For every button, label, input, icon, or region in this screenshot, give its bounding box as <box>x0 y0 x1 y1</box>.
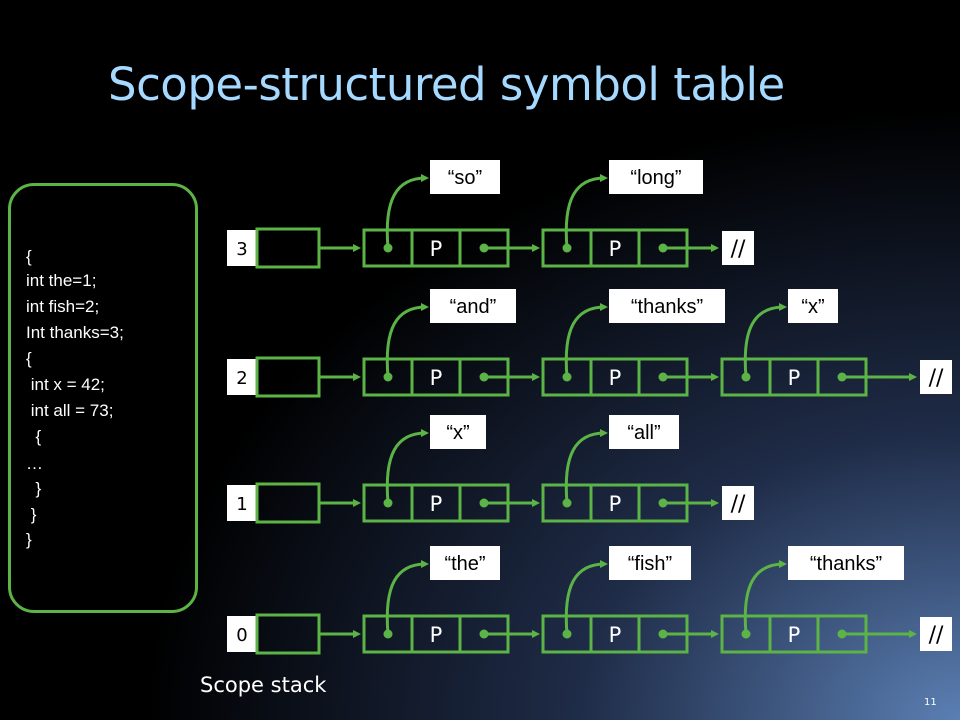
node-label-p: P <box>430 492 443 516</box>
symbol-name-box <box>609 546 691 580</box>
code-line: int x = 42; <box>26 375 105 394</box>
stack-index-box <box>227 359 257 395</box>
node-label-p: P <box>609 492 622 516</box>
nil-box <box>722 486 754 520</box>
symbol-name-box <box>609 160 703 194</box>
symbol-name-label: “all” <box>627 422 660 444</box>
name-pointer-arrow <box>385 429 429 504</box>
symbol-name-box <box>788 289 838 323</box>
symbol-name-box <box>788 546 904 580</box>
symbol-node: P “x” <box>362 415 540 523</box>
symbol-node: P “thanks” <box>541 289 725 397</box>
code-line: { <box>26 427 42 446</box>
symbol-name-label: “thanks” <box>810 553 882 575</box>
symbol-node: P “long” <box>541 160 719 268</box>
node-label-p: P <box>430 623 443 647</box>
name-pointer-arrow <box>564 303 608 378</box>
symbol-name-box <box>609 415 679 449</box>
scope-level-1: 1 P “x” P “all” // <box>227 415 754 524</box>
code-line: int the=1; <box>26 271 97 290</box>
page-number: 11 <box>924 697 937 708</box>
node-label-p: P <box>609 366 622 390</box>
symbol-node: P “fish” <box>541 546 719 654</box>
stack-bin <box>255 482 321 524</box>
stack-index-box <box>227 230 257 266</box>
code-line: Int thanks=3; <box>26 323 124 342</box>
scope-level-0: 0 P “the” P “fish” P “thanks” // <box>227 546 952 655</box>
stack-bin <box>255 613 321 655</box>
stack-index-box <box>227 485 257 521</box>
nil-label: // <box>929 366 944 391</box>
slide-title: Scope-structured symbol table <box>108 58 785 111</box>
code-line: { <box>26 349 32 368</box>
name-pointer-arrow <box>385 560 429 635</box>
symbol-node: P “thanks” <box>720 546 917 654</box>
symbol-name-label: “and” <box>450 296 497 318</box>
name-pointer-arrow <box>385 303 429 378</box>
symbol-name-label: “so” <box>448 167 482 189</box>
name-pointer-arrow <box>385 174 429 249</box>
nil-label: // <box>929 623 944 648</box>
code-box <box>8 183 198 613</box>
symbol-name-box <box>430 160 500 194</box>
stack-index-box <box>227 616 257 652</box>
scope-level-2: 2 P “and” P “thanks” P “x” // <box>227 289 952 398</box>
symbol-node: P “all” <box>541 415 719 523</box>
symbol-name-box <box>430 415 486 449</box>
code-line: { <box>26 247 32 266</box>
nil-box <box>920 617 952 651</box>
symbol-name-label: “x” <box>446 422 469 444</box>
stack-index-label: 2 <box>236 368 247 389</box>
stack-index-label: 3 <box>236 239 247 260</box>
node-label-p: P <box>609 237 622 261</box>
node-label-p: P <box>430 237 443 261</box>
scope-level-3: 3 P “so” P “long” // <box>227 160 754 269</box>
name-pointer-arrow <box>564 174 608 249</box>
symbol-node: P “x” <box>720 289 917 397</box>
symbol-name-box <box>430 289 516 323</box>
node-label-p: P <box>788 623 801 647</box>
name-pointer-arrow <box>564 429 608 504</box>
symbol-name-label: “x” <box>801 296 824 318</box>
scope-stack-caption: Scope stack <box>200 673 327 697</box>
code-line: } <box>26 479 42 498</box>
nil-label: // <box>731 492 746 517</box>
symbol-node: P “and” <box>362 289 540 397</box>
symbol-node: P “so” <box>362 160 540 268</box>
code-line: } <box>26 505 37 524</box>
nil-box <box>920 360 952 394</box>
symbol-node: P “the” <box>362 546 540 654</box>
nil-box <box>722 231 754 265</box>
node-label-p: P <box>430 366 443 390</box>
name-pointer-arrow <box>743 560 787 635</box>
stack-bin <box>255 227 321 269</box>
stack-index-label: 1 <box>236 494 247 515</box>
stack-bin <box>255 356 321 398</box>
code-line: } <box>26 530 32 549</box>
symbol-name-label: “the” <box>444 553 485 575</box>
code-line: int fish=2; <box>26 297 100 316</box>
symbol-name-label: “long” <box>630 167 681 189</box>
node-label-p: P <box>788 366 801 390</box>
nil-label: // <box>731 237 746 262</box>
code-line: … <box>26 454 43 473</box>
node-label-p: P <box>609 623 622 647</box>
code-line: int all = 73; <box>26 401 114 420</box>
name-pointer-arrow <box>743 303 787 378</box>
symbol-name-label: “thanks” <box>631 296 703 318</box>
stack-index-label: 0 <box>236 625 247 646</box>
name-pointer-arrow <box>564 560 608 635</box>
symbol-name-label: “fish” <box>628 553 672 575</box>
symbol-name-box <box>609 289 725 323</box>
symbol-name-box <box>430 546 500 580</box>
